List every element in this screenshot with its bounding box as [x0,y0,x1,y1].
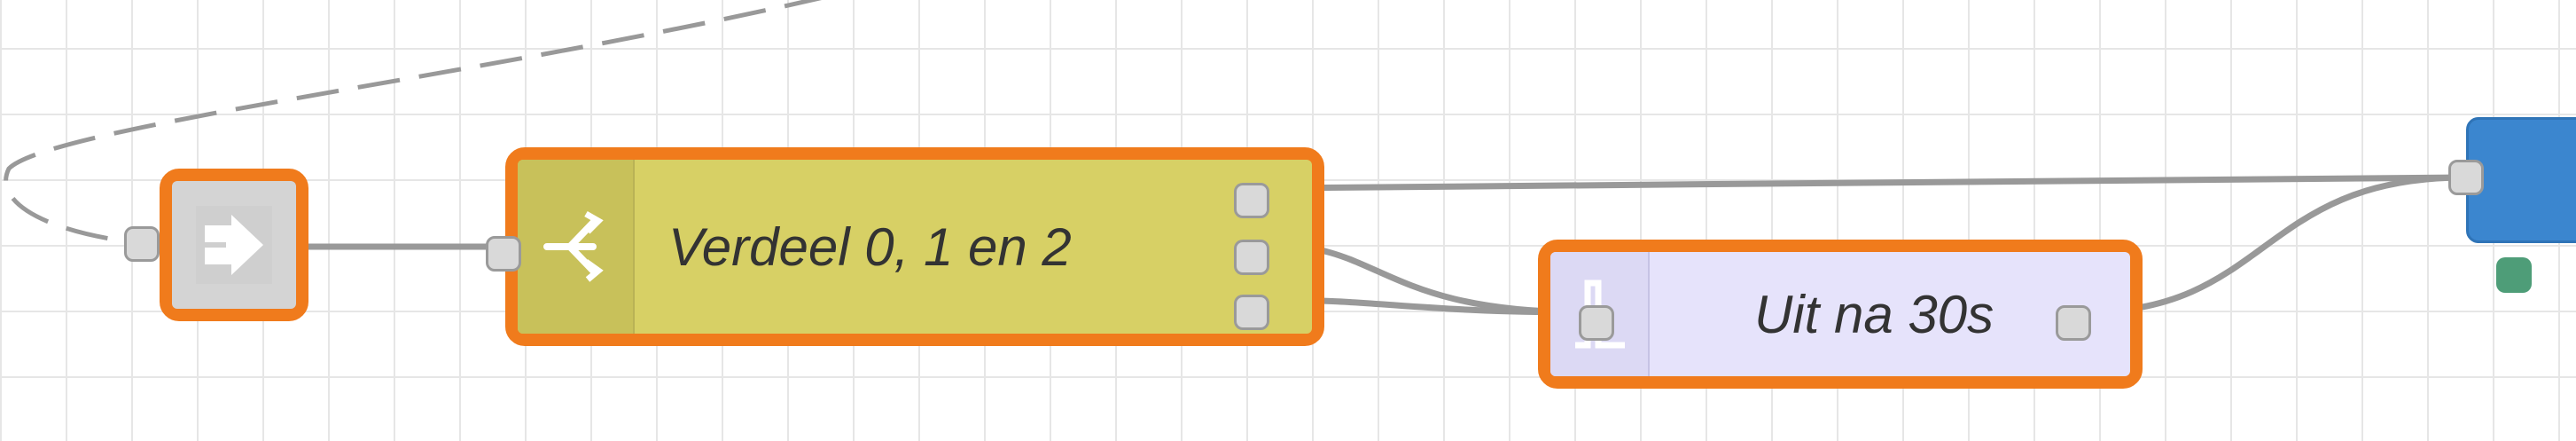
link-dashed-wire [4,0,823,247]
switch-output-port-1[interactable] [1234,183,1269,218]
switch-node-verdeel[interactable]: Verdeel 0, 1 en 2 [486,147,1324,346]
switch-output-port-3[interactable] [1234,295,1269,330]
switch-input-port[interactable] [486,236,521,272]
output-node-input-port[interactable] [2448,160,2484,195]
trigger-input-port[interactable] [1579,305,1614,341]
output-status-badge [2496,257,2532,293]
trigger-node-uit-na-30s[interactable]: Uit na 30s [1538,240,2143,389]
switch-node-label: Verdeel 0, 1 en 2 [668,217,1072,277]
wire-trigger-to-output [2087,174,2465,316]
output-node[interactable] [2466,117,2576,243]
trigger-node-label: Uit na 30s [1754,284,1994,344]
link-in-icon [172,181,296,309]
link-in-node[interactable] [124,169,308,321]
wire-switch-out1-to-output [1271,174,2465,192]
switch-output-port-2[interactable] [1234,240,1269,275]
link-in-input-port[interactable] [124,226,160,262]
trigger-output-port[interactable] [2056,305,2091,341]
switch-icon [518,160,635,334]
